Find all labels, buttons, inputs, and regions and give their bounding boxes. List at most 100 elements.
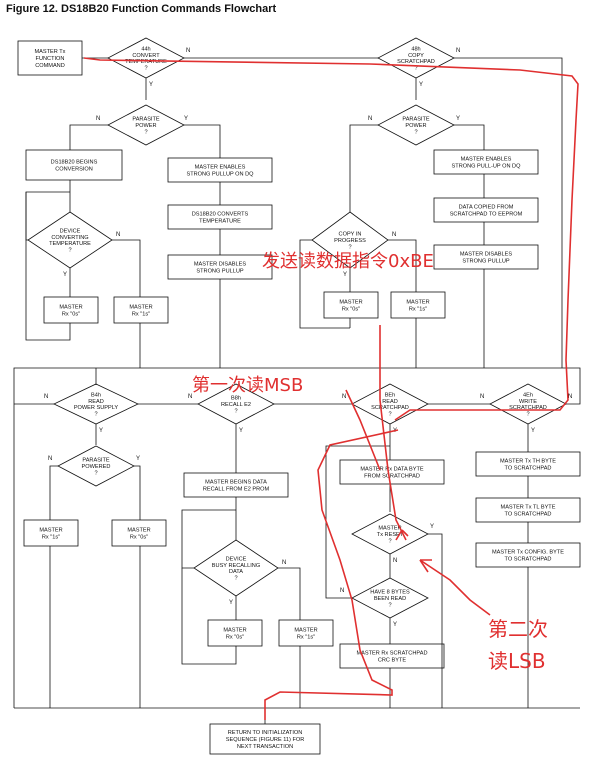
recall-text-1: RECALL FROM E2 PROM bbox=[203, 487, 270, 493]
disable_pullup2-text-0: MASTER DISABLES bbox=[460, 252, 512, 258]
tx_config-text-1: TO SCRATCHPAD bbox=[505, 557, 552, 563]
disable_pullup1-text-1: STRONG PULLUP bbox=[196, 269, 244, 275]
annotation-second-read-1: 第二次 bbox=[488, 617, 548, 641]
db4-text-2: POWER SUPPLY bbox=[74, 405, 119, 411]
db4-text-3: ? bbox=[94, 412, 97, 418]
rx_crc-text-1: CRC BYTE bbox=[378, 658, 407, 664]
return-text-0: RETURN TO INITIALIZATION bbox=[228, 730, 303, 736]
connector bbox=[69, 124, 108, 150]
disable_pullup1-text-0: MASTER DISABLES bbox=[194, 262, 246, 268]
tx_th-box bbox=[475, 451, 581, 477]
red-loop-return bbox=[264, 429, 399, 720]
branch-label-yes: Y bbox=[531, 428, 535, 434]
branch-label-no: N bbox=[96, 116, 100, 122]
connector bbox=[25, 192, 71, 341]
branch-label-no: N bbox=[44, 394, 48, 400]
rx_crc-box bbox=[339, 643, 445, 669]
tx_th-text-0: MASTER Tx TH BYTE bbox=[500, 459, 556, 465]
tx_tl-text-1: TO SCRATCHPAD bbox=[505, 512, 552, 518]
branch-label-yes: Y bbox=[430, 524, 434, 530]
d44-text-3: ? bbox=[144, 66, 147, 72]
recall-box bbox=[183, 472, 289, 498]
d48-text-0: 48h bbox=[411, 46, 420, 52]
branch-label-yes: Y bbox=[343, 272, 347, 278]
enable_pullup1-text-0: MASTER ENABLES bbox=[195, 165, 246, 171]
dcopy-text-1: PROGRESS bbox=[334, 238, 366, 244]
rx1_b-text-0: MASTER bbox=[406, 300, 429, 306]
red-arrowhead-msb bbox=[395, 529, 409, 541]
branch-label-yes: Y bbox=[456, 116, 460, 122]
dconv-text-0: DEVICE bbox=[60, 228, 81, 234]
d44-text-2: TEMPERATURE bbox=[125, 59, 167, 65]
dpp1-decision bbox=[107, 104, 185, 146]
branch-label-no: N bbox=[392, 232, 396, 238]
annotation-first-read-msb: 第一次读MSB bbox=[192, 375, 303, 396]
dreset-text-1: Tx RESET bbox=[377, 532, 404, 538]
connector bbox=[454, 124, 485, 150]
dpp1-text-0: PARASITE bbox=[132, 117, 160, 123]
rx1_b-text-1: Rx "1s" bbox=[409, 307, 427, 313]
branch-label-no: N bbox=[480, 394, 484, 400]
dbe-text-0: BEh bbox=[385, 392, 396, 398]
branch-label-no: N bbox=[340, 588, 344, 594]
branch-label-no: N bbox=[186, 48, 190, 54]
rx0_a-text-0: MASTER bbox=[59, 305, 82, 311]
db8-text-1: RECALL E2 bbox=[221, 402, 251, 408]
rx1_a-text-1: Rx "1s" bbox=[132, 312, 150, 318]
figure-title: Figure 12. DS18B20 Function Commands Flo… bbox=[6, 3, 277, 15]
dpp3-text-1: POWERED bbox=[82, 464, 111, 470]
branch-label-yes: Y bbox=[99, 428, 103, 434]
tx_config-text-0: MASTER Tx CONFIG. BYTE bbox=[492, 550, 564, 556]
connector bbox=[278, 567, 301, 620]
branch-label-yes: Y bbox=[229, 600, 233, 606]
branch-label-yes: Y bbox=[393, 622, 397, 628]
enable_pullup2-text-1: STRONG PULL-UP ON DQ bbox=[452, 164, 522, 170]
branch-label-yes: Y bbox=[63, 272, 67, 278]
db8-text-2: ? bbox=[234, 408, 237, 414]
rx1_d-text-1: Rx "1s" bbox=[297, 635, 315, 641]
connector bbox=[112, 239, 141, 297]
branch-label-no: N bbox=[368, 116, 372, 122]
branch-label-no: N bbox=[48, 456, 52, 462]
start-text-0: MASTER Tx bbox=[35, 49, 66, 55]
dbusy-text-2: DATA bbox=[229, 569, 243, 575]
connector bbox=[134, 465, 141, 520]
dpp2-text-0: PARASITE bbox=[402, 117, 430, 123]
branch-label-no: N bbox=[456, 48, 460, 54]
dpp3-text-2: ? bbox=[94, 470, 97, 476]
dcopy-text-2: ? bbox=[348, 244, 351, 250]
dbusy-text-1: BUSY RECALLING bbox=[212, 563, 260, 569]
connector bbox=[349, 124, 378, 212]
begins_conv-box bbox=[25, 149, 123, 181]
return-box bbox=[209, 723, 321, 755]
dpp1-text-2: ? bbox=[144, 129, 147, 135]
dhave8-text-0: HAVE 8 BYTES bbox=[370, 590, 410, 596]
enable_pullup2-box bbox=[433, 149, 539, 175]
dbe-text-3: ? bbox=[388, 412, 391, 418]
rx1_a-text-0: MASTER bbox=[129, 305, 152, 311]
branch-label-yes: Y bbox=[184, 116, 188, 122]
rx_byte-text-1: FROM SCRATCHPAD bbox=[364, 474, 420, 480]
db4-text-0: B4h bbox=[91, 392, 101, 398]
rx1_b-box bbox=[390, 291, 446, 319]
dpp1-text-1: POWER bbox=[135, 123, 156, 129]
disable_pullup1-box bbox=[167, 254, 273, 280]
dconv-text-1: CONVERTING bbox=[51, 235, 88, 241]
enable_pullup2-text-0: MASTER ENABLES bbox=[461, 157, 512, 163]
dpp2-text-1: POWER bbox=[405, 123, 426, 129]
rx0_d-box bbox=[207, 619, 263, 647]
rx0_c-text-1: Rx "0s" bbox=[130, 535, 148, 541]
connector bbox=[388, 239, 417, 292]
disable_pullup2-text-1: STRONG PULLUP bbox=[462, 259, 510, 265]
dpp3-text-0: PARASITE bbox=[82, 458, 110, 464]
connector bbox=[299, 239, 350, 329]
branch-label-yes: Y bbox=[136, 456, 140, 462]
dhave8-text-1: BEEN READ bbox=[374, 596, 406, 602]
rx1_c-text-0: MASTER bbox=[39, 528, 62, 534]
return-text-1: SEQUENCE (FIGURE 11) FOR bbox=[226, 737, 305, 743]
rx0_d-text-0: MASTER bbox=[223, 628, 246, 634]
connector bbox=[428, 533, 443, 708]
red-line-msb-pointer bbox=[345, 389, 381, 471]
rx0_a-text-1: Rx "0s" bbox=[62, 312, 80, 318]
